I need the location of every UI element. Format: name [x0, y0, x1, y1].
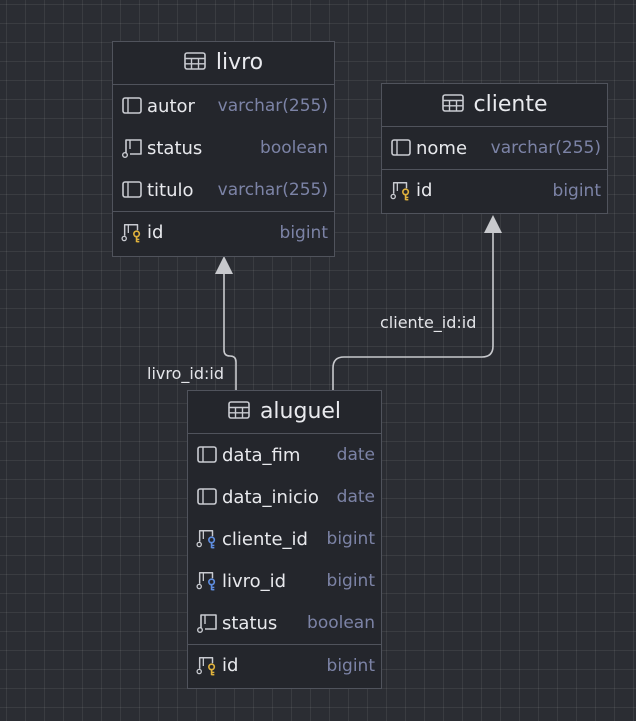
- column-icon: [196, 445, 218, 465]
- table-icon: [228, 400, 250, 425]
- table-livro[interactable]: livro autor varchar(255) status boolean titu…: [112, 41, 335, 257]
- column-row-id[interactable]: id bigint: [188, 644, 381, 686]
- table-header[interactable]: aluguel: [188, 391, 381, 434]
- column-name: data_fim: [222, 444, 301, 466]
- column-type: date: [336, 445, 375, 465]
- column-type: bigint: [326, 655, 375, 676]
- column-icon: [390, 138, 412, 158]
- column-name: status: [222, 612, 278, 634]
- foreign-key-icon: [196, 571, 218, 591]
- column-name: id: [222, 655, 239, 676]
- column-name: id: [147, 222, 164, 243]
- column-type: varchar(255): [217, 96, 328, 116]
- column-name: cliente_id: [222, 528, 308, 550]
- nullable-column-icon: [196, 613, 218, 633]
- column-type: varchar(255): [490, 138, 601, 158]
- foreign-key-icon: [196, 529, 218, 549]
- arrow-to-cliente: [484, 215, 502, 233]
- column-type: bigint: [326, 571, 375, 591]
- column-type: bigint: [279, 222, 328, 243]
- column-row-livro-id[interactable]: livro_id bigint: [188, 560, 381, 602]
- column-name: autor: [147, 95, 195, 117]
- column-type: date: [336, 487, 375, 507]
- table-icon: [184, 51, 206, 76]
- column-row-status[interactable]: status boolean: [113, 127, 334, 169]
- table-header[interactable]: cliente: [382, 84, 607, 127]
- primary-key-icon: [390, 181, 412, 201]
- column-name: data_inicio: [222, 486, 319, 508]
- column-row-autor[interactable]: autor varchar(255): [113, 85, 334, 127]
- column-type: boolean: [260, 138, 328, 158]
- column-type: bigint: [552, 180, 601, 201]
- column-name: titulo: [147, 179, 194, 201]
- column-icon: [121, 180, 143, 200]
- primary-key-icon: [121, 223, 143, 243]
- arrow-to-livro: [215, 256, 233, 274]
- table-name: aluguel: [259, 398, 342, 424]
- column-row-id[interactable]: id bigint: [382, 169, 607, 211]
- primary-key-icon: [196, 656, 218, 676]
- edge-label-livro-id: livro_id:id: [147, 364, 224, 383]
- column-row-status[interactable]: status boolean: [188, 602, 381, 644]
- edge-label-cliente-id: cliente_id:id: [380, 313, 477, 332]
- column-row-data-inicio[interactable]: data_inicio date: [188, 476, 381, 518]
- edge-aluguel-livro: [223, 272, 237, 390]
- table-header[interactable]: livro: [113, 42, 334, 85]
- table-name: livro: [215, 49, 264, 75]
- table-icon: [441, 93, 464, 118]
- column-row-titulo[interactable]: titulo varchar(255): [113, 169, 334, 211]
- column-type: bigint: [326, 529, 375, 549]
- column-row-cliente-id[interactable]: cliente_id bigint: [188, 518, 381, 560]
- column-icon: [196, 487, 218, 507]
- column-name: nome: [416, 137, 468, 159]
- column-name: id: [416, 180, 433, 201]
- column-name: status: [147, 137, 203, 159]
- column-name: livro_id: [222, 570, 287, 592]
- column-row-id[interactable]: id bigint: [113, 211, 334, 253]
- table-cliente[interactable]: cliente nome varchar(255) id bigint: [381, 83, 608, 214]
- column-type: varchar(255): [217, 180, 328, 200]
- column-icon: [121, 96, 143, 116]
- column-row-nome[interactable]: nome varchar(255): [382, 127, 607, 169]
- table-name: cliente: [473, 91, 548, 117]
- nullable-column-icon: [121, 138, 143, 158]
- edge-aluguel-cliente: [332, 232, 494, 390]
- column-type: boolean: [307, 613, 375, 633]
- column-row-data-fim[interactable]: data_fim date: [188, 434, 381, 476]
